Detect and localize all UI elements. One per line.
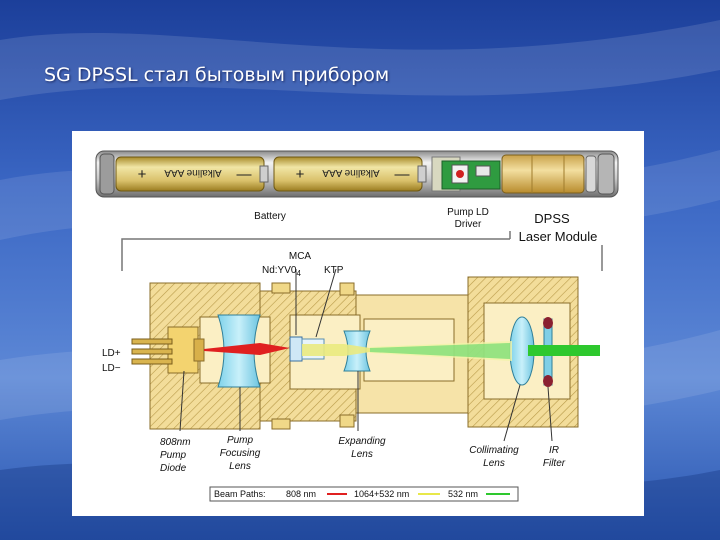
battery-cell-1-plus: + bbox=[138, 166, 147, 183]
pump-diode-label-1: 808nm bbox=[160, 437, 191, 448]
legend-title: Beam Paths: bbox=[214, 489, 266, 499]
dpss-module-housing bbox=[502, 155, 584, 193]
ktp-label: KTP bbox=[324, 265, 344, 276]
mca-label: MCA bbox=[289, 251, 312, 262]
pump-diode-label-3: Diode bbox=[160, 463, 187, 474]
battery-label: Battery bbox=[254, 211, 286, 222]
expanding-lens-label-2: Lens bbox=[351, 449, 373, 460]
legend-532-label: 532 nm bbox=[448, 489, 478, 499]
dpss-label-2: Laser Module bbox=[519, 229, 598, 244]
collimating-lens-label-2: Lens bbox=[483, 458, 505, 469]
expanding-lens-label-1: Expanding bbox=[338, 436, 386, 447]
legend-1064-label: 1064+532 nm bbox=[354, 489, 409, 499]
ld-pins bbox=[132, 339, 172, 364]
ld-minus-label: LD− bbox=[102, 363, 121, 374]
ir-filter-label-2: Filter bbox=[543, 458, 566, 469]
dpss-label-1: DPSS bbox=[534, 211, 570, 226]
collimating-lens-label-1: Collimating bbox=[469, 445, 519, 456]
battery-cell-2-minus: — bbox=[395, 166, 410, 183]
ir-filter-label-1: IR bbox=[549, 445, 559, 456]
laser-pointer-diagram: Alkaline AAA Alkaline AAA + — + — Batter… bbox=[72, 131, 644, 516]
battery-cell-1-text: Alkaline AAA bbox=[164, 167, 222, 178]
beam-legend: Beam Paths: 808 nm 1064+532 nm 532 nm bbox=[210, 487, 518, 501]
pump-lens-label-1: Pump bbox=[227, 435, 254, 446]
battery-cell-2-text: Alkaline AAA bbox=[322, 167, 380, 178]
battery-cell-1-minus: — bbox=[237, 166, 252, 183]
pump-driver-label-1: Pump LD bbox=[447, 207, 489, 218]
slide-title: SG DPSSL стал бытовым прибором bbox=[44, 64, 389, 86]
pump-lens-label-2: Focusing bbox=[220, 448, 261, 459]
legend-808-label: 808 nm bbox=[286, 489, 316, 499]
pump-driver-board bbox=[432, 157, 500, 191]
ndyvo4-label: Nd:YV04 bbox=[262, 265, 301, 278]
pump-diode-label-2: Pump bbox=[160, 450, 187, 461]
pump-lens-label-3: Lens bbox=[229, 461, 251, 472]
ld-plus-label: LD+ bbox=[102, 348, 121, 359]
pump-driver-label-2: Driver bbox=[455, 219, 482, 230]
battery-cell-2-plus: + bbox=[296, 166, 305, 183]
